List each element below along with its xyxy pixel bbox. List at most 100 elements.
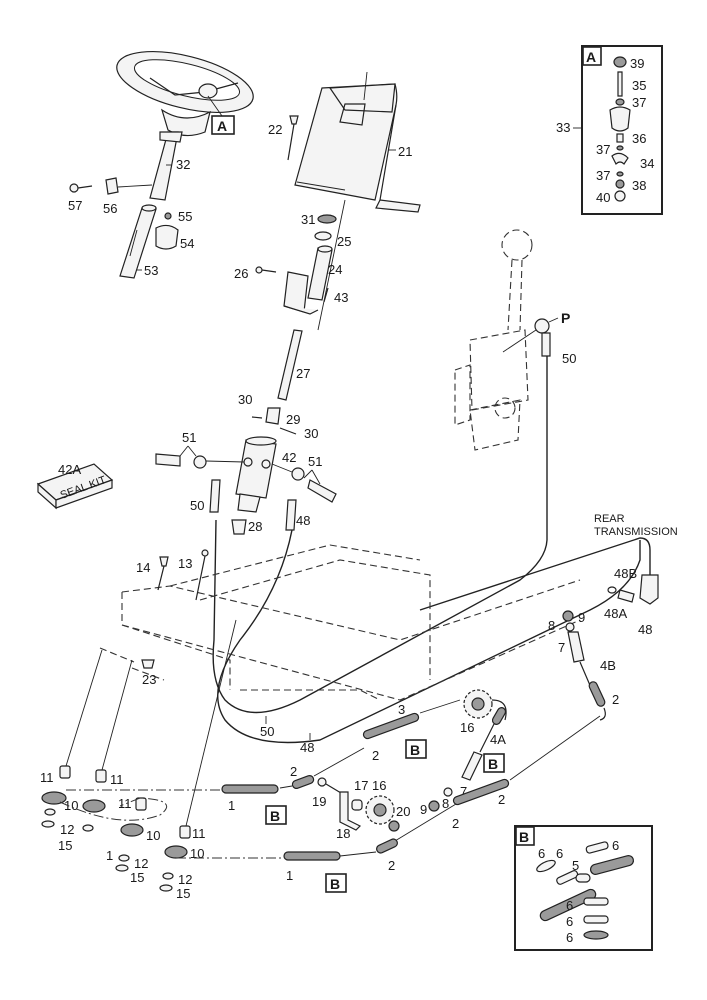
spacer-17	[351, 799, 363, 811]
tractor-frame-phantom	[121, 544, 581, 701]
bushing-25	[314, 231, 332, 241]
inset-a-part-34	[611, 152, 629, 166]
chain-1-lower	[283, 851, 341, 861]
detail-a-reference-label: A	[217, 118, 227, 134]
rear-transmission-label-1: REAR	[594, 513, 625, 525]
inset-a-callout-37-top: 37	[632, 95, 646, 110]
callout-11-a: 11	[40, 770, 54, 785]
chain-2-right	[452, 778, 510, 806]
pin-30-right	[279, 427, 297, 435]
control-valve-phantom	[454, 229, 533, 451]
sprocket-assembly-right	[159, 825, 191, 892]
steering-wheel	[116, 51, 254, 137]
callout-51-left: 51	[182, 430, 196, 445]
bolt-13	[195, 549, 209, 601]
pin-30-left	[251, 416, 263, 419]
detail-b-inset: B 6 6 6 5 6 6 6	[514, 825, 653, 951]
bushing-28	[231, 519, 247, 535]
inset-b-callout-6-b: 6	[556, 846, 563, 861]
callout-11-c: 11	[118, 796, 132, 811]
sprocket-assembly-center-left	[82, 769, 107, 832]
chain-2-rod-end	[588, 681, 606, 707]
hose-50	[212, 356, 548, 714]
callout-30-left: 30	[238, 392, 252, 407]
shaft-27	[277, 329, 303, 401]
callout-11-b: 11	[110, 772, 124, 787]
chain-link-upper-right	[491, 707, 507, 725]
callout-4b: 4B	[600, 658, 616, 673]
callout-11-d: 11	[192, 826, 206, 841]
inset-a-callout-34: 34	[640, 156, 654, 171]
clamp-56	[105, 177, 119, 195]
steering-console-21	[294, 83, 421, 213]
callout-9-mid: 9	[420, 802, 427, 817]
callout-10-c: 10	[190, 846, 204, 861]
callout-2-a: 2	[290, 764, 297, 779]
callout-24: 24	[328, 262, 342, 277]
fitting-51-left	[155, 453, 245, 469]
inset-b-callout-6-e: 6	[566, 914, 573, 929]
hose-end-50-valve	[541, 332, 551, 357]
callout-48b: 48B	[614, 566, 637, 581]
oring-48b	[607, 586, 617, 594]
callout-17: 17	[354, 778, 368, 793]
callout-48-lower: 48	[300, 740, 314, 755]
chain-3	[362, 712, 420, 740]
rear-transmission-label-2: TRANSMISSION	[594, 526, 678, 538]
callout-56: 56	[103, 201, 117, 216]
inset-a-part-39	[613, 56, 627, 68]
callout-26: 26	[234, 266, 248, 281]
callout-15-b: 15	[130, 870, 144, 885]
callout-57: 57	[68, 198, 82, 213]
steering-column-shaft	[149, 131, 183, 201]
inset-a-callout-39: 39	[630, 56, 644, 71]
detail-b-tag-1	[265, 805, 287, 825]
callout-53: 53	[144, 263, 158, 278]
hose-48	[217, 529, 641, 744]
callout-19: 19	[312, 794, 326, 809]
callout-50-upper: 50	[190, 498, 204, 513]
fitting-51-right	[271, 463, 337, 503]
detail-b-label-3: B	[488, 756, 498, 772]
callout-12-a: 12	[60, 822, 74, 837]
setscrew-55	[164, 212, 172, 220]
callout-14: 14	[136, 560, 150, 575]
callout-29: 29	[286, 412, 300, 427]
bolt-26	[255, 266, 277, 274]
chain-2-lower	[376, 838, 398, 854]
detail-a-inset: A 33 39 35 37 36 37 34 37 38 40	[556, 45, 663, 215]
callout-43: 43	[334, 290, 348, 305]
callout-54: 54	[180, 236, 194, 251]
callout-2-f: 2	[388, 858, 395, 873]
hose-end-50	[209, 479, 221, 513]
callout-50-lower: 50	[260, 724, 274, 739]
callout-7-right: 7	[558, 640, 565, 655]
callout-7-mid: 7	[460, 784, 467, 799]
sprocket-assembly-left	[41, 765, 71, 828]
callout-25: 25	[337, 234, 351, 249]
detail-b-tag-3	[483, 753, 505, 773]
callout-8-right: 8	[548, 618, 555, 633]
inset-a-part-38	[615, 179, 625, 189]
callout-13: 13	[178, 556, 192, 571]
hydraulic-steering-unit-42	[235, 436, 277, 513]
callout-33: 33	[556, 120, 570, 135]
callout-15-c: 15	[176, 886, 190, 901]
clamp-bolt-57	[69, 183, 93, 193]
inset-a-part-40	[614, 190, 626, 202]
inset-a-part-36	[616, 133, 624, 143]
support-tube-24	[283, 245, 333, 315]
callout-32: 32	[176, 157, 190, 172]
inset-a-part-37-mid	[616, 145, 624, 151]
inset-a-callout-35: 35	[632, 78, 646, 93]
callout-48a: 48A	[604, 606, 627, 621]
callout-31: 31	[301, 212, 315, 227]
rod-4a	[479, 723, 495, 753]
callout-2-b: 2	[372, 748, 379, 763]
detail-b-tag-2	[405, 739, 427, 759]
callout-1-a: 1	[228, 798, 235, 813]
callout-23: 23	[142, 672, 156, 687]
inset-a-part-body	[609, 106, 631, 132]
inset-b-tag: B	[519, 829, 529, 845]
